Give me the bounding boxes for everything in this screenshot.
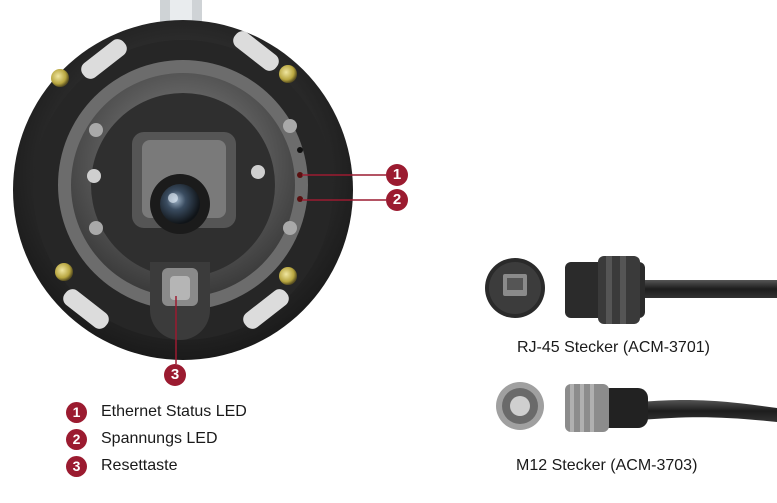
legend-label: Ethernet Status LED (101, 403, 247, 420)
legend-label: Resettaste (101, 457, 178, 474)
m12-caption: M12 Stecker (ACM-3703) (516, 457, 698, 474)
legend-item-reset-button: 3 Resettaste (66, 455, 177, 477)
callout-badge-1: 1 (386, 164, 408, 186)
rj45-connector-image (485, 256, 777, 324)
legend-badge: 2 (66, 428, 87, 450)
m12-connector-image (496, 382, 777, 432)
rj45-caption: RJ-45 Stecker (ACM-3701) (517, 339, 710, 356)
camera-housing (13, 20, 353, 360)
callout-badge-3: 3 (164, 364, 186, 386)
legend-item-power-led: 2 Spannungs LED (66, 428, 218, 450)
callout-badge-2: 2 (386, 189, 408, 211)
leader-lines (175, 174, 386, 364)
legend-badge: 1 (66, 401, 87, 423)
legend-badge: 3 (66, 455, 87, 477)
legend-label: Spannungs LED (101, 430, 218, 447)
legend-item-ethernet-led: 1 Ethernet Status LED (66, 401, 247, 423)
